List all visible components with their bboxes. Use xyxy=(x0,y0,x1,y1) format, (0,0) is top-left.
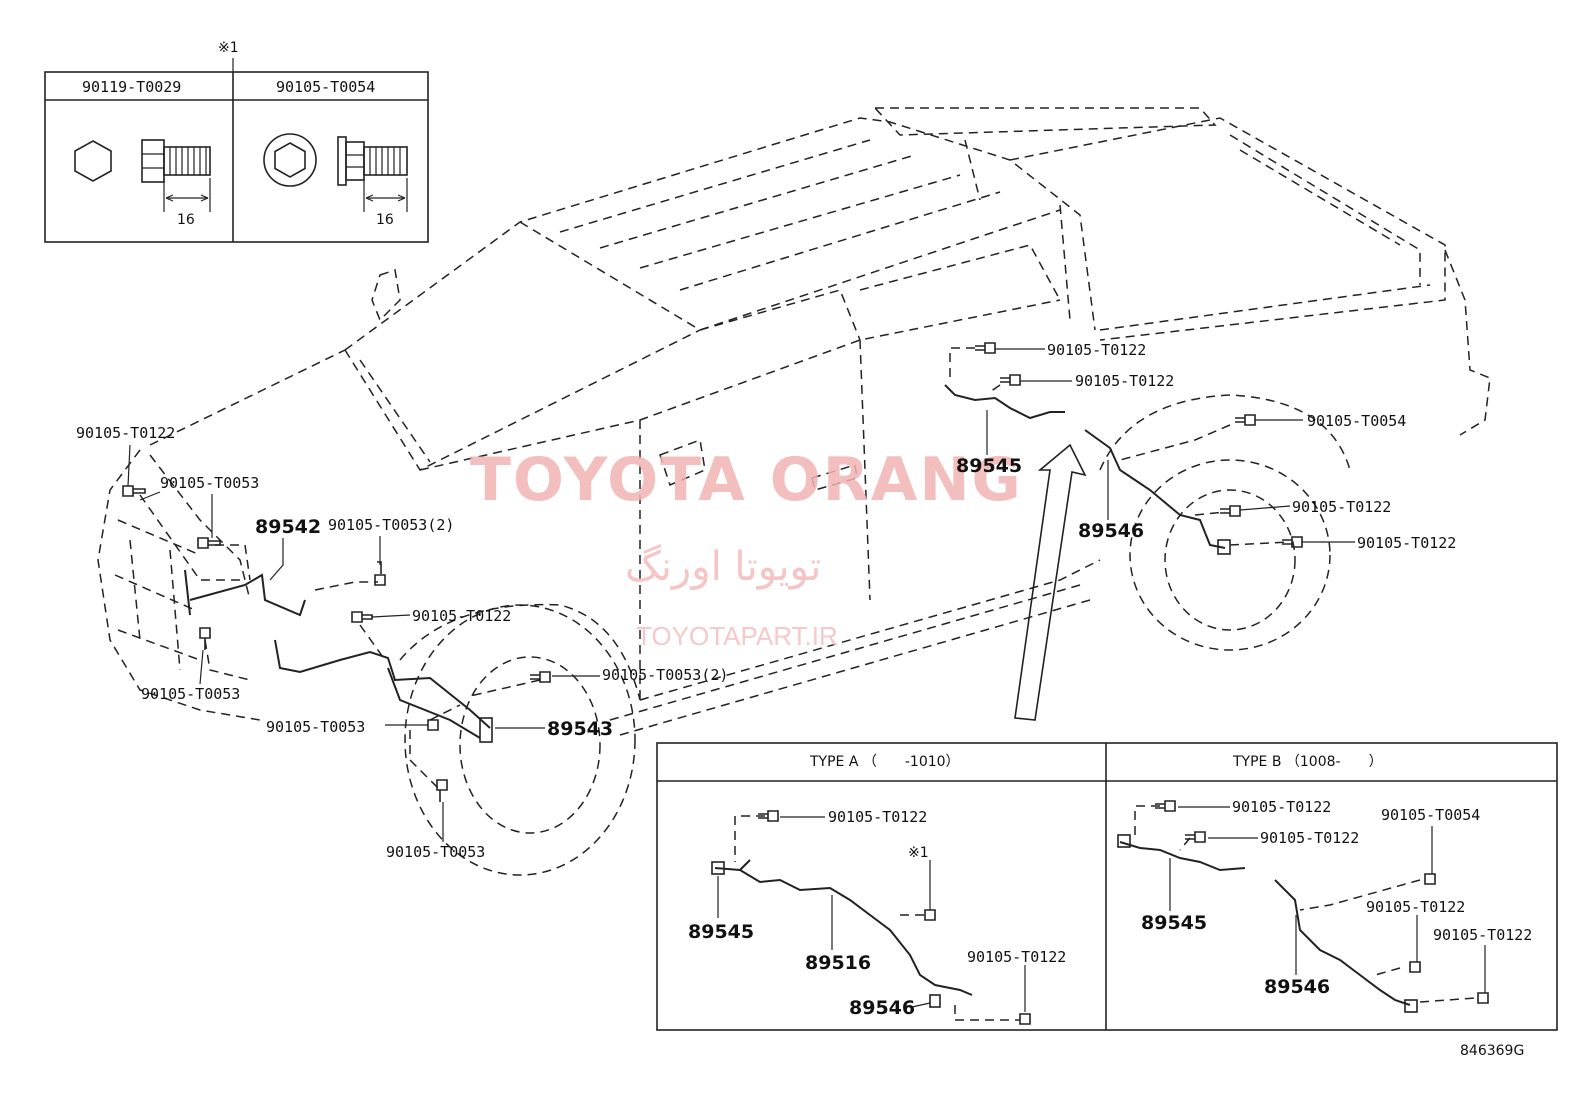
type-b-title: TYPE B （1008- ） xyxy=(1232,754,1383,770)
flange-hex-icon xyxy=(263,133,317,187)
bolt-icon xyxy=(1019,1013,1031,1025)
bolt-icon xyxy=(1424,873,1436,885)
callout-wheel-bolt-low: 90105-T0053 xyxy=(386,843,485,861)
watermark-site: TOYOTAPART.IR xyxy=(636,621,838,651)
bolt-icons-main xyxy=(122,342,1303,802)
type-b-bolt-1: 90105-T0122 xyxy=(1232,798,1331,816)
bolt-icon xyxy=(374,561,386,586)
figure-id: 846369G xyxy=(1460,1043,1524,1059)
type-a-bolt-1: 90105-T0122 xyxy=(828,808,927,826)
watermark-persian: تویوتا اورنگ xyxy=(625,544,821,590)
type-b-bolt-2: 90105-T0122 xyxy=(1260,829,1359,847)
bolt-icon xyxy=(1409,961,1421,973)
callout-front-mid-bolt: 90105-T0053(2) xyxy=(328,516,454,534)
callout-sensor-front-left: 89542 xyxy=(255,516,321,538)
table-note-mark: ※1 xyxy=(218,40,239,56)
type-a-drawing: 90105-T0122 ※1 89545 89516 90105-T0122 8… xyxy=(688,808,1066,1025)
bolt-icon xyxy=(427,719,439,731)
callout-rear-bolt-5: 90105-T0122 xyxy=(1357,534,1456,552)
bolt-icon xyxy=(1282,536,1303,548)
bolt-icon xyxy=(1000,374,1021,386)
table-col2-part: 90105-T0054 xyxy=(276,78,375,96)
callout-front-left-bolt-upper: 90105-T0053 xyxy=(160,474,259,492)
main-callouts: 90105-T0122 90105-T0053 89542 90105-T005… xyxy=(76,341,1456,861)
bolt-icon xyxy=(1220,505,1241,517)
type-a-title: TYPE A （ -1010） xyxy=(809,754,960,770)
type-b-bolt-4: 90105-T0122 xyxy=(1366,898,1465,916)
type-a-note-mark: ※1 xyxy=(908,845,929,861)
callout-rear-bolt-4: 90105-T0122 xyxy=(1292,498,1391,516)
rear-wiring xyxy=(944,347,1291,721)
type-b-bolt-5: 90105-T0122 xyxy=(1433,926,1532,944)
callout-rear-bolt-2: 90105-T0122 xyxy=(1075,372,1174,390)
type-a-bolt-2: 90105-T0122 xyxy=(967,948,1066,966)
bolt-icon xyxy=(197,537,221,549)
bolt-icon xyxy=(924,909,936,921)
bolt-icon xyxy=(530,671,551,683)
truck-outline xyxy=(97,107,1491,876)
watermark-brand: TOYOTA ORANG xyxy=(470,445,1023,515)
bolt-icon xyxy=(1185,831,1206,843)
callout-rear-harness-1: 89545 xyxy=(956,455,1022,477)
variant-panel: TYPE A （ -1010） TYPE B （1008- ） xyxy=(656,742,1558,1031)
bolt-icon xyxy=(122,485,146,497)
hex-head-icon xyxy=(74,140,112,182)
bolt-icon xyxy=(975,342,996,354)
flange-bolt-icon-2 xyxy=(337,136,408,212)
callout-rear-bolt-3: 90105-T0054 xyxy=(1307,412,1406,430)
callout-front-clip: 90105-T0122 xyxy=(412,607,511,625)
watermark: TOYOTA ORANG تویوتا اورنگ TOYOTAPART.IR xyxy=(470,445,1023,651)
leader-lines-main xyxy=(127,348,1355,842)
callout-rear-harness-2: 89546 xyxy=(1078,520,1144,542)
bolt-icon xyxy=(436,779,448,802)
type-a-harness-1: 89545 xyxy=(688,921,754,943)
callout-wheel-bolt-mid: 90105-T0053 xyxy=(266,718,365,736)
front-wiring xyxy=(139,494,541,791)
bolt-icon xyxy=(1477,992,1489,1004)
type-a-harness-2: 89516 xyxy=(805,952,871,974)
table-col2-dim: 16 xyxy=(376,212,394,228)
callout-front-left-bolt-top: 90105-T0122 xyxy=(76,424,175,442)
bolt-icon xyxy=(199,627,211,650)
callout-sensor-front-right: 89543 xyxy=(547,718,613,740)
type-b-harness-1: 89545 xyxy=(1141,912,1207,934)
flange-bolt-icon xyxy=(141,139,211,212)
fastener-table: ※1 90119-T0029 90105-T0054 16 xyxy=(44,40,429,243)
bolt-icon xyxy=(351,611,373,623)
bolt-icon xyxy=(1235,414,1256,426)
type-a-harness-3: 89546 xyxy=(849,997,915,1019)
type-b-drawing: 90105-T0122 90105-T0122 90105-T0054 8954… xyxy=(1117,798,1532,1013)
table-col1-dim: 16 xyxy=(177,212,195,228)
type-b-harness-2: 89546 xyxy=(1264,976,1330,998)
bolt-icon xyxy=(758,810,779,822)
callout-rear-bolt-1: 90105-T0122 xyxy=(1047,341,1146,359)
bolt-icon xyxy=(1155,800,1176,812)
callout-wheel-bolt-2: 90105-T0053(2) xyxy=(602,666,728,684)
table-col1-part: 90119-T0029 xyxy=(82,78,181,96)
callout-front-lower-bolt-left: 90105-T0053 xyxy=(141,685,240,703)
type-b-bolt-3: 90105-T0054 xyxy=(1381,806,1480,824)
